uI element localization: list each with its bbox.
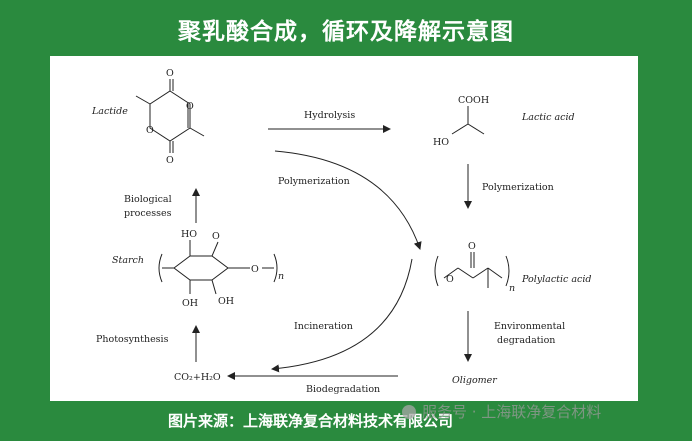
- lactide-structure: O O O O: [135, 68, 205, 166]
- polymerization-curve-arrow: [274, 150, 422, 250]
- lactide-ring-o-right: O: [186, 101, 194, 112]
- watermark-text: 服务号 · 上海联净复合材料: [422, 403, 602, 421]
- polylactic-acid-label: Polylactic acid: [521, 274, 591, 285]
- oligomer-label: Oligomer: [452, 375, 498, 386]
- polymerization-label-curve: Polymerization: [278, 176, 350, 187]
- co2-h2o-label: CO₂+H₂O: [174, 372, 221, 383]
- incineration-curve-arrow: [271, 258, 413, 373]
- starch-ho-top: HO: [181, 229, 197, 240]
- incineration-label: Incineration: [294, 321, 353, 332]
- pla-structure: O O n: [434, 241, 515, 294]
- biological-label-1: Biological: [124, 194, 172, 205]
- photosynthesis-label: Photosynthesis: [96, 334, 169, 345]
- biodegradation-label: Biodegradation: [306, 384, 380, 395]
- watermark: 服务号 · 上海联净复合材料: [402, 401, 601, 422]
- starch-n: n: [278, 271, 284, 282]
- pla-cycle-diagram: O O O O Lactide Hydrolysis COOH HO Lacti…: [91, 68, 591, 395]
- diagram-title: 聚乳酸合成，循环及降解示意图: [178, 19, 514, 45]
- lactide-o-top: O: [166, 68, 174, 79]
- lactide-label: Lactide: [91, 106, 128, 117]
- lactic-acid-cooh: COOH: [458, 95, 489, 106]
- starch-ring-o: O: [212, 231, 220, 242]
- lactic-acid-label: Lactic acid: [521, 112, 575, 123]
- starch-oh-right: OH: [218, 296, 234, 307]
- lactide-ring-o-left: O: [146, 125, 154, 136]
- pla-n: n: [509, 283, 515, 294]
- starch-structure: HO O OH OH O n: [158, 229, 284, 309]
- starch-label: Starch: [112, 255, 144, 266]
- environmental-label-2: degradation: [497, 335, 555, 346]
- pla-ester-o: O: [446, 274, 454, 285]
- lactic-acid-ho: HO: [433, 137, 449, 148]
- starch-oh-bottom: OH: [182, 298, 198, 309]
- pla-carbonyl-o: O: [468, 241, 476, 252]
- diagram-panel: O O O O Lactide Hydrolysis COOH HO Lacti…: [50, 56, 638, 401]
- polymerization-label-right: Polymerization: [482, 182, 554, 193]
- image-source-footer: 图片来源：上海联净复合材料技术有限公司: [168, 412, 454, 430]
- biological-label-2: processes: [124, 208, 172, 219]
- lactide-o-bottom: O: [166, 155, 174, 166]
- environmental-label-1: Environmental: [494, 321, 565, 332]
- hydrolysis-label: Hydrolysis: [304, 110, 355, 121]
- wechat-icon: [402, 404, 416, 419]
- starch-link-o: O: [251, 264, 259, 275]
- lactic-acid-structure: COOH HO: [433, 95, 489, 148]
